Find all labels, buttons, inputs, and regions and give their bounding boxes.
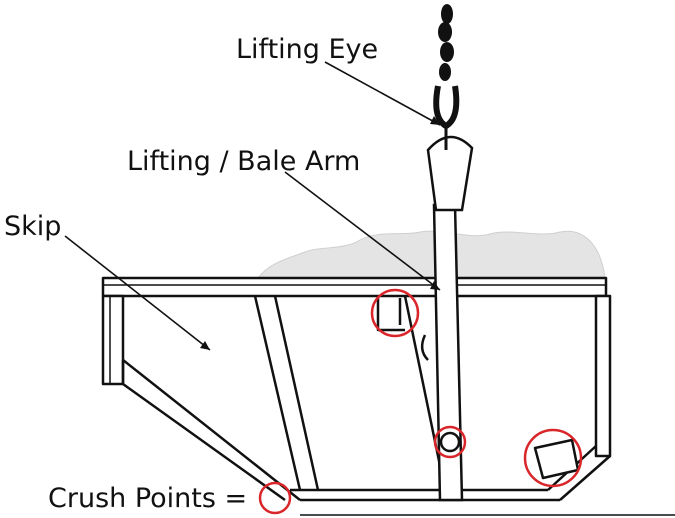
lifting-eye-icon xyxy=(433,85,460,130)
label-skip: Skip xyxy=(4,211,61,242)
skip-body xyxy=(101,276,675,516)
bale-arm xyxy=(426,135,474,502)
leader-lines xyxy=(64,61,441,351)
skip-rib-1 xyxy=(253,295,320,491)
label-crush-points: Crush Points = xyxy=(48,483,247,514)
skip-rim xyxy=(101,276,608,298)
crush-point-bracket xyxy=(370,288,420,338)
label-lifting-eye: Lifting Eye xyxy=(236,34,378,65)
crush-point-legend xyxy=(258,481,292,515)
waste-heap xyxy=(256,230,606,279)
arrowheads xyxy=(200,116,440,350)
side-lug xyxy=(420,334,429,361)
skip-floor xyxy=(290,488,560,502)
crush-point-pivot xyxy=(433,425,467,459)
lifting-chain-icon xyxy=(438,4,454,81)
skip-left-post xyxy=(101,294,125,386)
skip-right-post xyxy=(594,294,612,458)
label-bale-arm: Lifting / Bale Arm xyxy=(127,146,360,177)
crush-point-block xyxy=(523,428,583,488)
arm-top-cap xyxy=(426,135,474,212)
red-circle-icon xyxy=(258,288,583,515)
arm-bracket xyxy=(376,298,405,332)
corner-block xyxy=(533,438,580,480)
arm-pivot xyxy=(439,431,461,453)
skip-left-slope xyxy=(121,359,301,502)
